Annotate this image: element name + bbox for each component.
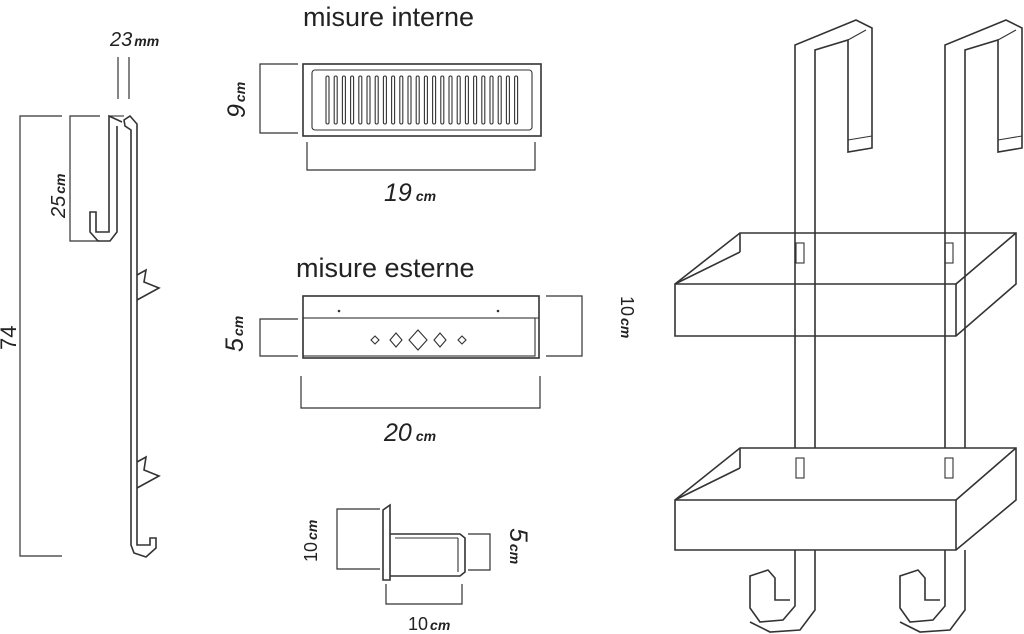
outer-front-height-value: 5 <box>221 338 249 352</box>
heading-interne: misure interne <box>303 2 474 32</box>
drainage-slot <box>358 75 363 125</box>
hook-length-dimension: 25cm <box>48 115 100 242</box>
drainage-slot <box>448 75 453 125</box>
outer-back-height-unit: cm <box>618 318 634 338</box>
side-height-unit: cm <box>304 520 320 540</box>
heading-esterne: misure esterne <box>296 253 475 283</box>
side-height-bracket <box>336 508 380 570</box>
total-height-value: 74 <box>0 326 21 350</box>
decorative-diamonds <box>370 329 467 351</box>
svg-text:5cm: 5 cm <box>504 528 532 564</box>
drainage-slots <box>325 75 519 125</box>
svg-text:10cm: 10cm <box>617 296 637 338</box>
side-front-value: 5 <box>504 528 532 542</box>
outer-back-height-bracket <box>546 295 583 357</box>
side-depth-bracket <box>385 584 463 605</box>
inner-depth-bracket <box>259 63 298 134</box>
drainage-slot <box>350 75 355 125</box>
svg-text:9cm: 9 cm <box>223 82 251 118</box>
drainage-slot <box>505 75 510 125</box>
side-depth-unit: cm <box>430 617 450 633</box>
basket-front-lip <box>302 317 536 357</box>
inner-depth-unit: cm <box>232 82 248 102</box>
upper-basket <box>674 232 1017 337</box>
side-depth-value: 10 <box>408 614 428 634</box>
svg-text:25cm: 25cm <box>48 174 70 219</box>
drainage-slot <box>481 75 486 125</box>
drainage-slot <box>432 75 437 125</box>
drainage-slot <box>456 75 461 125</box>
outer-width-unit: cm <box>416 428 436 444</box>
basket-top-inner <box>311 69 533 131</box>
svg-text:5cm: 5 cm <box>221 316 249 352</box>
inner-width-bracket <box>306 142 536 171</box>
hook-length-unit: cm <box>52 174 68 194</box>
svg-text:10cm: 10cm <box>408 614 450 634</box>
drainage-slot <box>325 75 330 125</box>
outer-front-height-bracket <box>259 318 298 357</box>
drainage-slot <box>391 75 396 125</box>
outer-back-height-value: 10 <box>617 296 637 316</box>
inner-width-value: 19 <box>384 179 412 207</box>
drainage-slot <box>382 75 387 125</box>
inner-depth-value: 9 <box>223 104 251 118</box>
drainage-slot <box>423 75 428 125</box>
svg-text:10cm: 10cm <box>301 520 321 562</box>
thickness-unit: mm <box>134 33 159 49</box>
drainage-slot <box>473 75 478 125</box>
side-height-value: 10 <box>301 542 321 562</box>
drainage-slot <box>341 75 346 125</box>
drainage-slot <box>407 75 412 125</box>
outer-front-height-unit: cm <box>230 316 246 336</box>
basket-front-outer <box>302 295 540 359</box>
drainage-slot <box>440 75 445 125</box>
rack-profile <box>89 114 161 558</box>
hook-length-value: 25 <box>48 195 70 219</box>
drainage-slot <box>497 75 502 125</box>
perspective-view <box>674 19 1023 633</box>
basket-top-outer <box>302 63 542 137</box>
lower-basket <box>674 447 1017 551</box>
drainage-slot <box>374 75 379 125</box>
side-front-bracket <box>468 533 491 571</box>
drainage-slot <box>399 75 404 125</box>
total-height-dimension: 74 <box>0 115 62 557</box>
drainage-slot <box>489 75 494 125</box>
drainage-slot <box>464 75 469 125</box>
inner-width-unit: cm <box>416 188 436 204</box>
thickness-value: 23 <box>109 29 132 51</box>
outer-width-value: 20 <box>383 419 412 447</box>
side-front-unit: cm <box>507 544 523 564</box>
drainage-slot <box>415 75 420 125</box>
lower-hooks <box>749 550 966 633</box>
outer-width-bracket <box>300 376 541 409</box>
drainage-slot <box>366 75 371 125</box>
drainage-slot <box>514 75 519 125</box>
drainage-slot <box>333 75 338 125</box>
